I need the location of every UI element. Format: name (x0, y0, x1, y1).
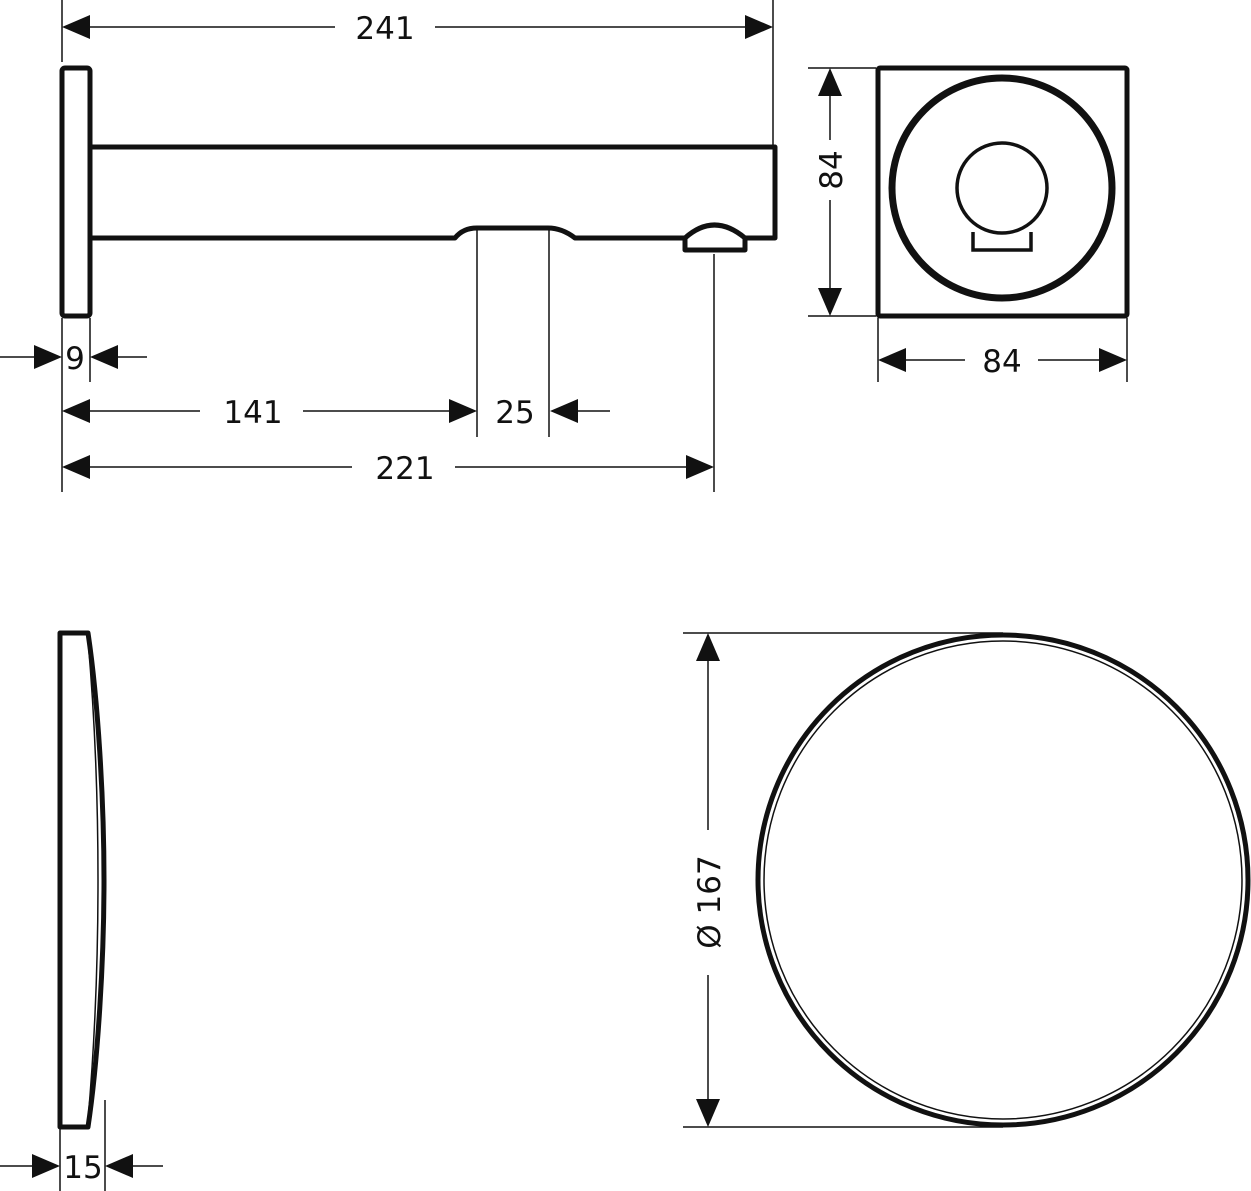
rosette-front-view (755, 632, 1251, 1128)
dim-label: 15 (63, 1150, 102, 1186)
dimension-221: 221 (62, 451, 714, 487)
side-view (59, 65, 778, 319)
dim-label: Ø 167 (692, 855, 728, 948)
nozzle (682, 222, 748, 253)
dim-label: 221 (375, 451, 434, 487)
dimension-241: 241 (62, 11, 773, 47)
dim-label: 9 (65, 341, 85, 377)
wall-plate (59, 65, 93, 319)
dimension-9: 9 (0, 341, 147, 377)
dim-label: 84 (982, 344, 1021, 380)
dimension-15: 15 (0, 1150, 163, 1186)
dimension-167: Ø 167 (692, 633, 728, 1127)
dim-label: 25 (495, 395, 534, 431)
dim-label: 141 (223, 395, 282, 431)
dimension-141: 141 (62, 395, 477, 431)
rosette-side-view (57, 630, 107, 1130)
dim-label: 84 (814, 150, 850, 189)
dimension-84-horizontal: 84 (878, 344, 1127, 380)
dimension-25: 25 (495, 395, 610, 431)
extension-lines (59, 0, 1128, 1191)
dimension-84-vertical: 84 (814, 68, 850, 316)
spout-body (87, 144, 778, 241)
front-view (875, 65, 1130, 319)
dim-label: 241 (355, 11, 414, 47)
